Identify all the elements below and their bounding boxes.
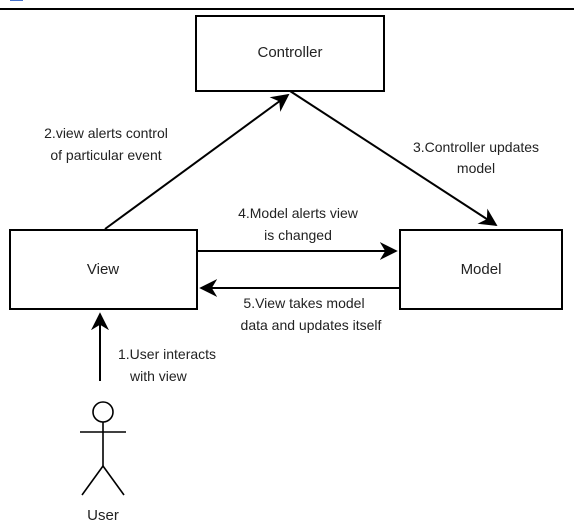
edge3-label-line1: 3.Controller updates [413, 139, 539, 155]
edge4-label-line1: 4.Model alerts view [238, 205, 359, 221]
edge-view-to-controller [104, 93, 290, 230]
edge4-label-line2: is changed [264, 227, 332, 243]
edge3-label-line2: model [457, 160, 495, 176]
edge1-label-line2: with view [129, 368, 188, 384]
controller-label: Controller [257, 44, 322, 61]
controller-node: Controller [195, 15, 385, 92]
edge2-label-line1: 2.view alerts control [44, 125, 168, 141]
user-actor-icon [80, 401, 126, 496]
model-node: Model [399, 229, 563, 310]
model-label: Model [461, 261, 502, 278]
clipped-heading-fragment: — [10, 0, 23, 7]
view-label: View [87, 261, 119, 278]
edge5-label-line2: data and updates itself [241, 317, 382, 333]
edge-controller-to-model [289, 90, 498, 226]
edge1-label-line1: 1.User interacts [118, 346, 216, 362]
user-label: User [87, 507, 119, 524]
edge5-label-line1: 5.View takes model [243, 295, 364, 311]
edge2-label-line2: of particular event [50, 147, 161, 163]
view-node: View [9, 229, 198, 310]
